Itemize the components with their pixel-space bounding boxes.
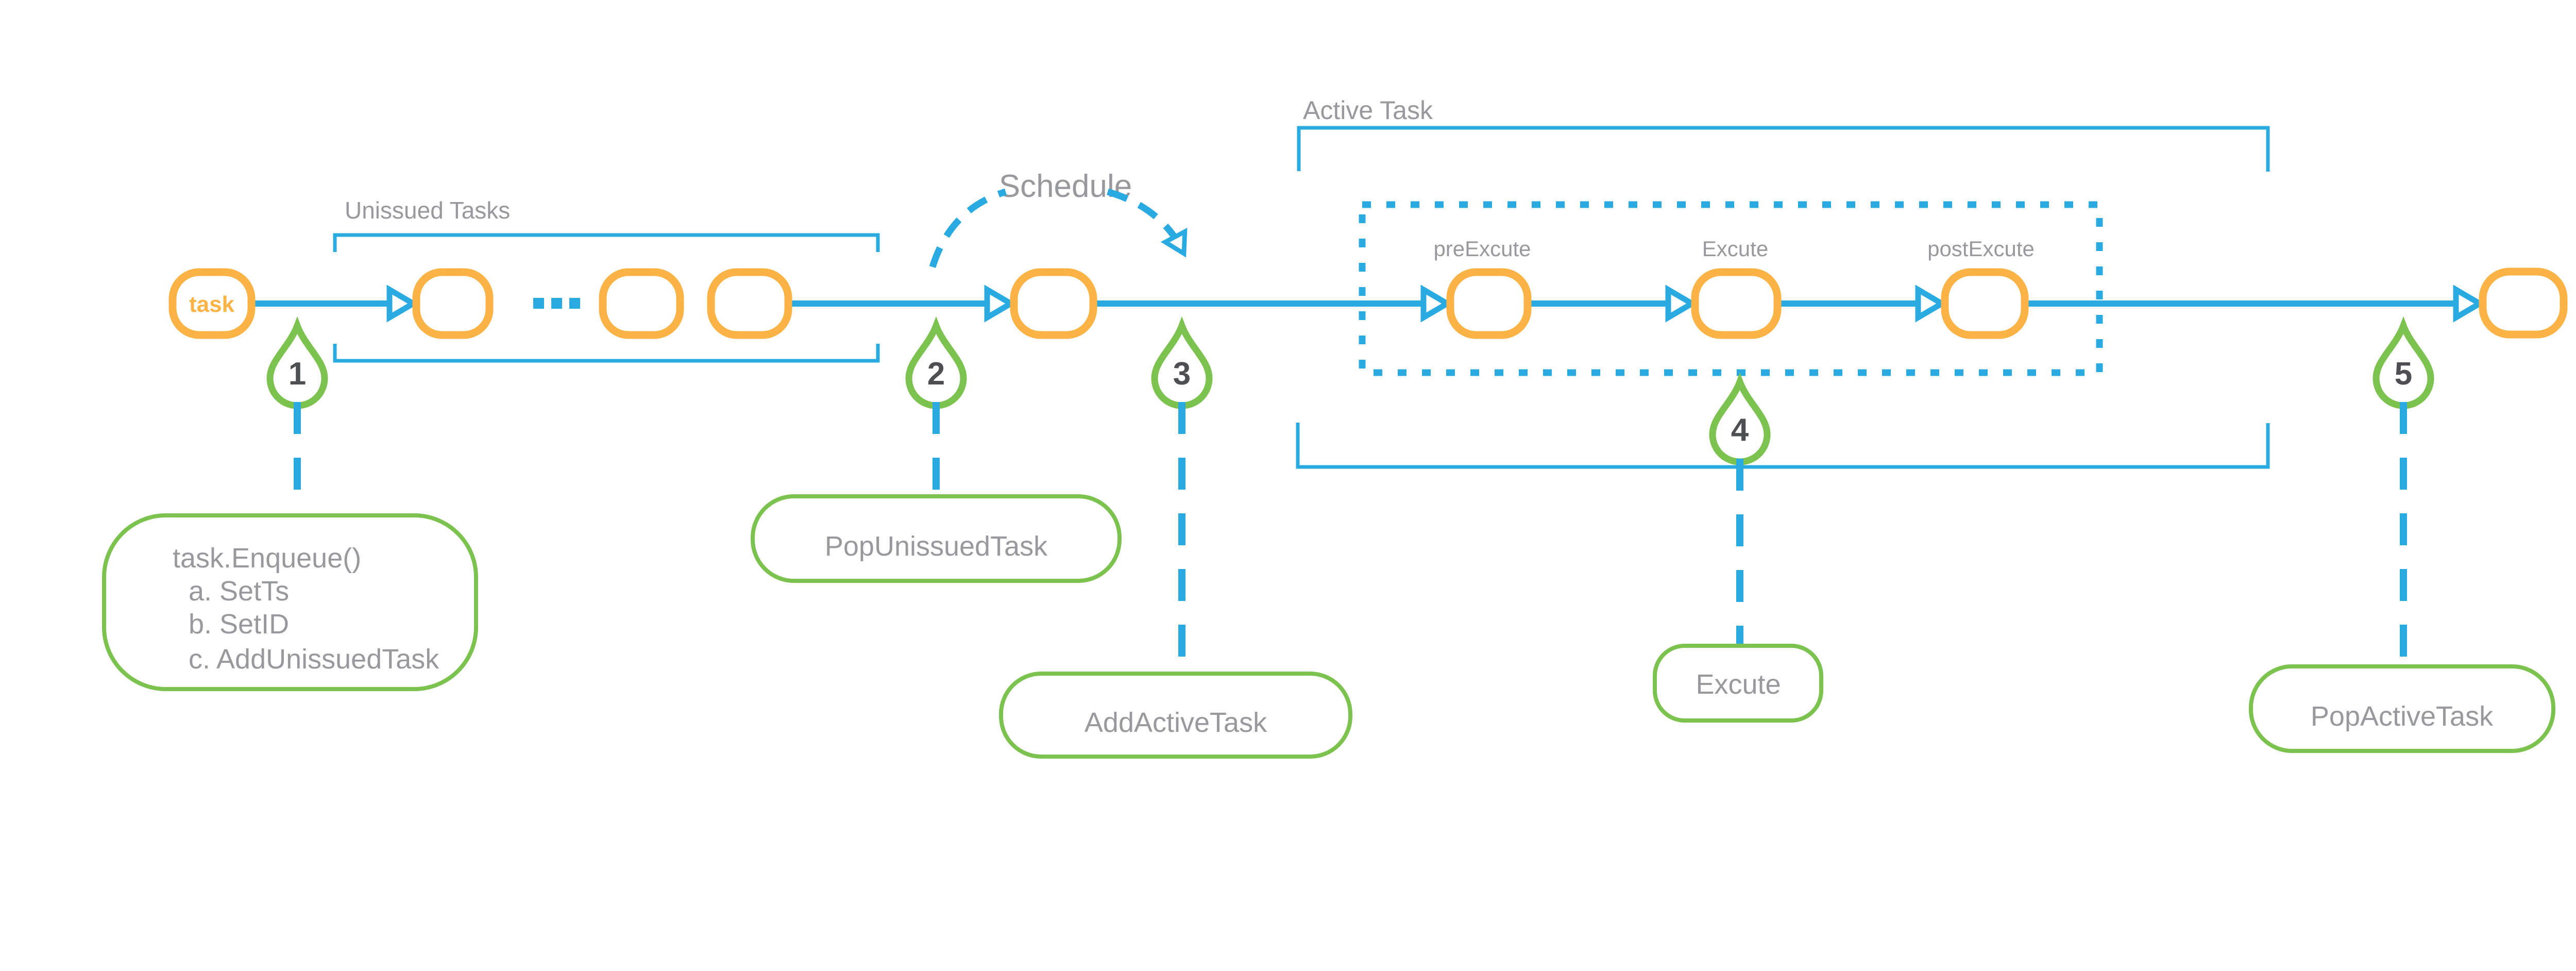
- unissued-tasks-bottom-bracket: [333, 344, 880, 363]
- arrowhead-icon: [2453, 284, 2485, 323]
- note-line: b. SetID: [189, 609, 289, 640]
- note-label: AddActiveTask: [1084, 707, 1267, 738]
- active-task-label: Active Task: [1303, 96, 1433, 125]
- add-active-task-box: AddActiveTask: [999, 672, 1352, 759]
- postexcute-label: postExcute: [1927, 237, 2035, 261]
- note-label: PopActiveTask: [2311, 701, 2494, 732]
- marker-number: 4: [1731, 412, 1749, 448]
- marker-number: 3: [1173, 356, 1191, 392]
- arrowhead-icon: [984, 284, 1016, 323]
- marker-number: 1: [289, 356, 306, 392]
- arrowhead-icon: [386, 284, 419, 323]
- enqueue-note-box: task.Enqueue() a. SetTs b. SetID c. AddU…: [102, 513, 478, 691]
- marker-5: 5: [2372, 316, 2434, 409]
- schedule-arc-left: [929, 188, 1007, 268]
- marker-4: 4: [1709, 372, 1771, 465]
- active-task-top-bracket: [1297, 126, 2270, 172]
- schedule-node: [1010, 268, 1097, 339]
- annotation-boxes: task.Enqueue() a. SetTs b. SetID c. AddU…: [102, 494, 2555, 759]
- unissued-queue-node: [599, 268, 684, 339]
- excute-label: Excute: [1702, 237, 1768, 261]
- unissued-tasks-label: Unissued Tasks: [345, 197, 510, 224]
- schedule-label: Schedule: [999, 169, 1132, 204]
- postexcute-node: [1941, 268, 2029, 339]
- marker-leader-lines: [294, 402, 2407, 691]
- arrowhead-icon: [1665, 284, 1698, 323]
- preexcute-node: [1446, 268, 1532, 339]
- unissued-queue-node: [707, 268, 792, 339]
- note-label: PopUnissuedTask: [825, 531, 1048, 562]
- active-task-bottom-bracket: [1296, 423, 2270, 469]
- preexcute-label: preExcute: [1433, 237, 1531, 261]
- arrowhead-icon: [1160, 227, 1188, 258]
- marker-2: 2: [905, 316, 967, 409]
- task-start-node-label: task: [189, 292, 235, 317]
- task-nodes: task: [168, 267, 2568, 339]
- arrowhead-icon: [1420, 284, 1453, 323]
- task-start-node: [168, 268, 256, 339]
- excute-note-box: Excute: [1653, 644, 1823, 723]
- active-task-group: Active Task preExcute Excute postExcute: [1296, 96, 2270, 469]
- excute-node: [1691, 268, 1782, 339]
- step-markers: 1 2 3 4 5: [266, 316, 2434, 465]
- done-node: [2479, 267, 2568, 339]
- unissued-tasks-group: Unissued Tasks: [333, 197, 880, 363]
- flow-connectors: [251, 284, 2485, 323]
- marker-1: 1: [266, 316, 328, 409]
- pop-active-task-box: PopActiveTask: [2249, 664, 2555, 753]
- marker-number: 2: [927, 356, 945, 392]
- note-line: a. SetTs: [189, 576, 289, 607]
- unissued-queue-node: [412, 268, 494, 339]
- queue-ellipsis-icon: [533, 298, 580, 309]
- arrowhead-icon: [1915, 284, 1947, 323]
- note-label: Excute: [1696, 669, 1781, 700]
- marker-3: 3: [1151, 316, 1213, 409]
- note-line: task.Enqueue(): [173, 543, 361, 574]
- schedule-group: Schedule: [929, 169, 1188, 268]
- note-line: c. AddUnissuedTask: [189, 644, 439, 675]
- marker-number: 5: [2395, 356, 2412, 392]
- pop-unissued-task-box: PopUnissuedTask: [751, 494, 1122, 583]
- unissued-tasks-top-bracket: [333, 233, 880, 252]
- active-task-dotted-box: [1359, 201, 2103, 376]
